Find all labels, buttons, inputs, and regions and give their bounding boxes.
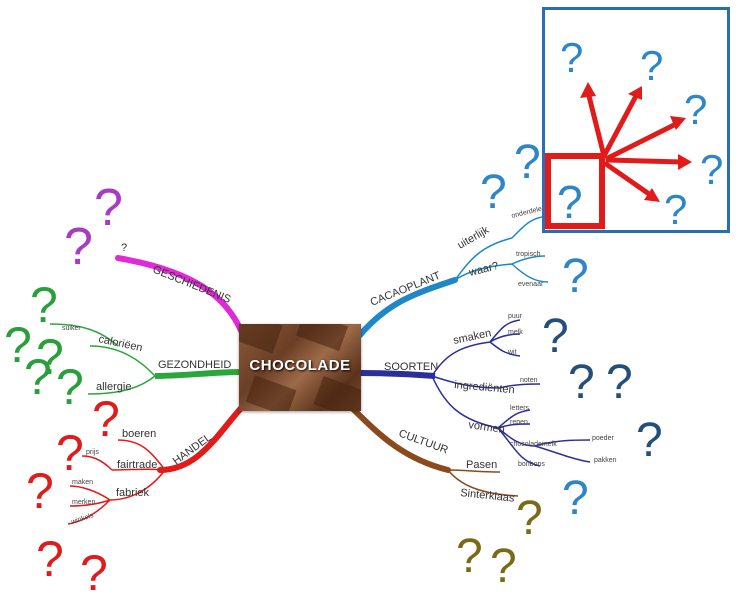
question-mark-icon: ? [542, 310, 569, 363]
zoom-focus-frame [545, 153, 605, 229]
cacaoplant-sub-tropisch: tropisch [516, 251, 541, 258]
soorten-child-vormen: vormen [468, 419, 506, 436]
question-mark-icon: ? [664, 186, 687, 233]
soorten-sub-lines [431, 319, 591, 467]
question-mark-icon: ? [480, 166, 507, 219]
soorten-sub-repen: repen [510, 419, 528, 426]
question-mark-icon: ? [26, 463, 54, 519]
question-mark-icon: ? [490, 540, 517, 593]
soorten-sub-letters: letters [510, 405, 530, 412]
zoom-arrows [580, 82, 692, 202]
question-mark-icon: ? [56, 425, 84, 481]
soorten-sub-melk: melk [508, 329, 523, 336]
gezondheid-sub-suiker: suiker [62, 325, 81, 332]
question-mark-icon: ? [80, 545, 108, 598]
soorten-sub-poeder: poeder [592, 435, 614, 442]
geschiedenis-child: ? [121, 242, 127, 254]
soorten-sub-pakken: pakken [594, 457, 617, 464]
question-marks: ? ? ? ? ? ? ? ? ? ? ? ? ? ? ? ? ? ? ? ? … [4, 34, 723, 601]
question-mark-icon: ? [30, 277, 58, 333]
handel-sub-merken: merken [72, 499, 95, 506]
soorten-sub-chocolademelk: chocolademelk [510, 441, 557, 448]
soorten-sub-noten: noten [520, 377, 538, 384]
branch-gezondheid-label: GEZONDHEID [158, 359, 231, 371]
cacaoplant-sub-evenaar: evenaar [518, 281, 544, 288]
question-mark-icon: ? [684, 86, 707, 133]
question-mark-icon: ? [94, 179, 123, 237]
question-mark-icon: ? [92, 391, 120, 447]
branch-handel-line [157, 402, 247, 473]
cultuur-child-sinterklaas: Sinterklaas [460, 487, 516, 505]
question-mark-icon: ? [606, 356, 633, 409]
handel-child-fairtrade: fairtrade [117, 459, 157, 471]
question-mark-icon: ? [700, 146, 723, 193]
question-mark-icon: ? [4, 317, 32, 373]
branch-soorten-label: SOORTEN [384, 361, 438, 373]
soorten-sub-wit: wit [507, 349, 517, 356]
question-mark-icon: ? [557, 176, 583, 228]
soorten-sub-puur: puur [508, 313, 523, 320]
gezondheid-sub-line [49, 323, 156, 395]
question-mark-icon: ? [560, 34, 583, 81]
handel-sub-maken: maken [72, 479, 93, 486]
branch-cacaoplant-line [357, 277, 458, 338]
handel-sub-winkels: winkels [70, 512, 95, 526]
center-chocolate-image: CHOCOLADE [239, 324, 361, 411]
question-mark-icon: ? [456, 530, 483, 583]
handel-child-fabriek: fabriek [116, 487, 150, 499]
cultuur-sub-lines [447, 469, 519, 497]
handel-sub-prijs: prijs [86, 449, 99, 456]
handel-sub-lines [67, 439, 166, 525]
question-mark-icon: ? [562, 472, 589, 525]
center-title: CHOCOLADE [249, 357, 351, 374]
question-mark-icon: ? [56, 359, 84, 415]
question-mark-icon: ? [24, 349, 52, 405]
question-mark-icon: ? [562, 250, 589, 303]
cacaoplant-child-waar: waar? [467, 260, 500, 279]
question-mark-icon: ? [64, 218, 93, 276]
question-mark-icon: ? [516, 492, 543, 545]
branch-geschiedenis-label: GESCHIEDENIS [151, 264, 233, 306]
soorten-sub-bonbons: bonbons [518, 461, 545, 468]
gezondheid-child-allergie: allergie [96, 381, 131, 393]
question-mark-icon: ? [636, 414, 663, 467]
question-mark-icon: ? [640, 42, 663, 89]
question-mark-icon: ? [36, 329, 64, 385]
branch-soorten-line [359, 370, 436, 379]
branch-gezondheid-line [154, 369, 243, 379]
soorten-child-ingredienten: ingrediënten [454, 379, 515, 396]
zoom-frame [542, 7, 730, 233]
question-mark-icon: ? [36, 531, 64, 587]
cacaoplant-sub-lines [454, 215, 549, 283]
cultuur-child-pasen: Pasen [466, 459, 497, 471]
question-mark-icon: ? [568, 356, 595, 409]
soorten-child-smaken: smaken [452, 327, 492, 347]
handel-child-boeren: boeren [122, 428, 156, 440]
branch-cultuur-line [351, 407, 451, 473]
question-mark-icon: ? [514, 136, 541, 189]
